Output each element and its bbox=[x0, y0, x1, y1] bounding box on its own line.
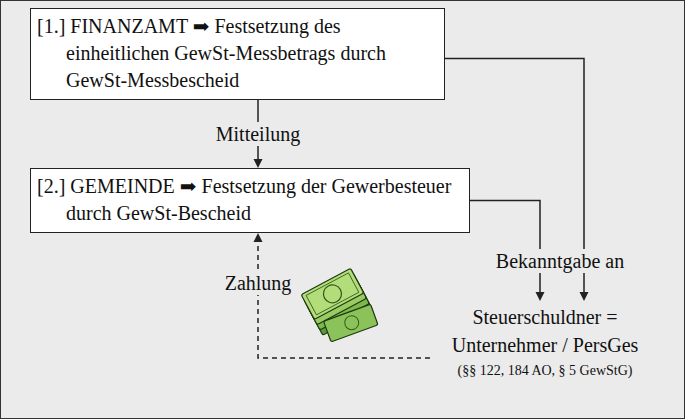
legal-reference: (§§ 122, 184 AO, § 5 GewStG) bbox=[430, 361, 660, 381]
edge-label: Bekanntgabe an bbox=[492, 249, 628, 273]
edge-label: Mitteilung bbox=[212, 122, 304, 146]
node-text: [1.] FINANZAMT ➡ Festsetzung des einheit… bbox=[66, 13, 436, 94]
edge-label: Zahlung bbox=[221, 271, 296, 295]
party-node: Steuerschuldner = Unternehmer / PersGes(… bbox=[430, 303, 660, 381]
node-text: [2.] GEMEINDE ➡ Festsetzung der Gewerbes… bbox=[66, 173, 461, 227]
node-text: Steuerschuldner = Unternehmer / PersGes bbox=[430, 303, 660, 359]
process-box: [1.] FINANZAMT ➡ Festsetzung des einheit… bbox=[30, 8, 445, 100]
payment-arrow bbox=[254, 233, 431, 358]
process-box: [2.] GEMEINDE ➡ Festsetzung der Gewerbes… bbox=[30, 168, 470, 233]
